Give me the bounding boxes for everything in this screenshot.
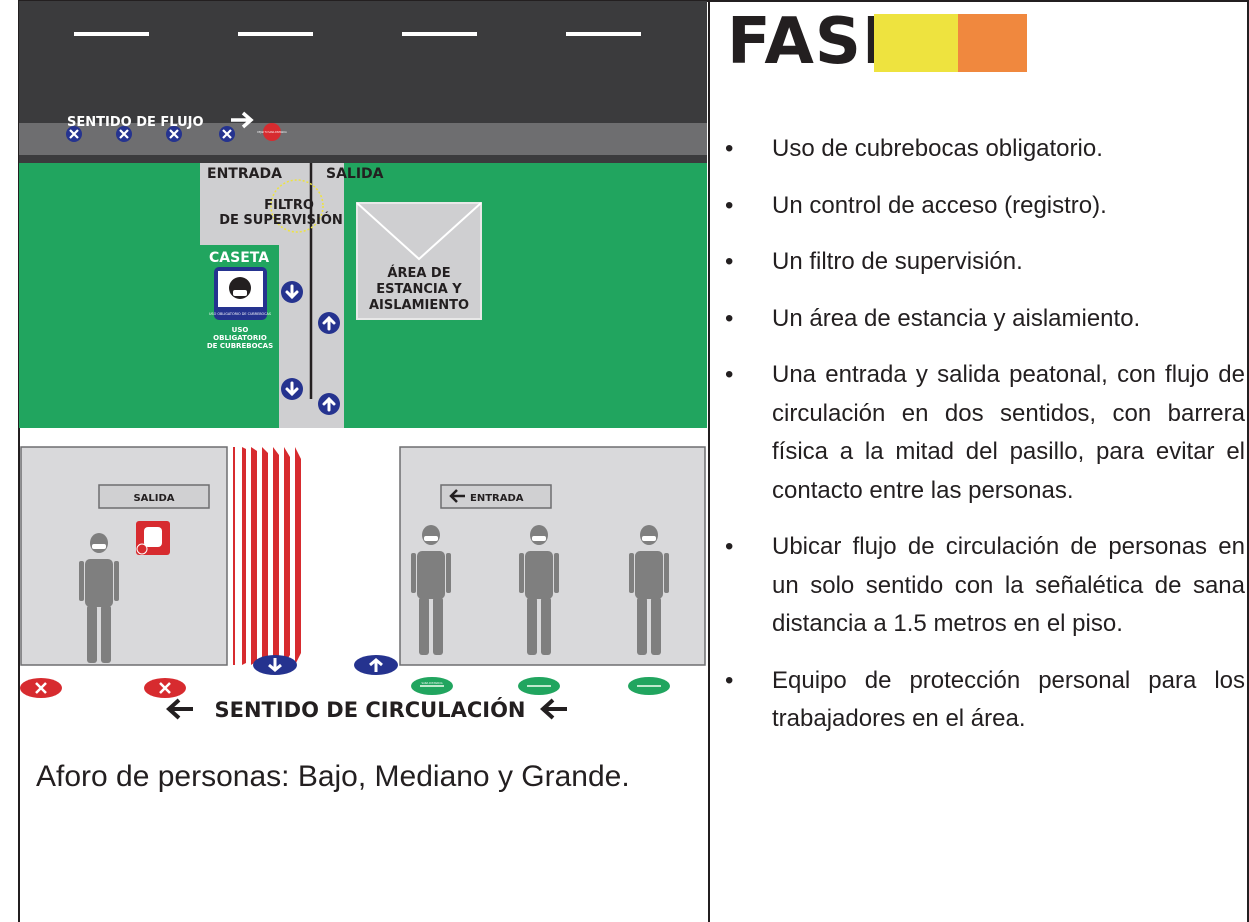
rule-item: • Una entrada y salida peatonal, con fluj… bbox=[725, 356, 1245, 510]
rule-item: • Un filtro de supervisión. bbox=[725, 243, 1245, 282]
filter-point bbox=[270, 179, 324, 233]
rule-text: Uso de cubrebocas obligatorio. bbox=[772, 135, 1103, 162]
area-label-line1: ÁREA DE bbox=[387, 265, 450, 281]
x-marker-icon bbox=[64, 124, 84, 144]
x-marker-icon bbox=[217, 124, 237, 144]
red-x-floor-marker bbox=[19, 676, 64, 700]
left-arrow-icon bbox=[166, 698, 193, 720]
down-arrow-icon bbox=[279, 376, 305, 402]
entrada-label: ENTRADA bbox=[207, 166, 282, 182]
lane-marking bbox=[238, 32, 313, 36]
salida-sign-text: SALIDA bbox=[133, 493, 174, 504]
red-x-floor-marker bbox=[142, 676, 188, 700]
no-entry-icon bbox=[136, 543, 148, 555]
up-floor-arrow bbox=[369, 658, 383, 672]
caseta-label: CASETA bbox=[209, 250, 269, 266]
lane-marking bbox=[402, 32, 477, 36]
sidewalk bbox=[19, 123, 707, 155]
road bbox=[19, 1, 707, 123]
column-divider bbox=[708, 0, 710, 922]
up-arrow-icon bbox=[316, 310, 342, 336]
rule-text: Una entrada y salida peatonal, con flujo… bbox=[772, 361, 1245, 504]
x-marker-icon bbox=[164, 124, 184, 144]
exit-panel bbox=[20, 446, 228, 666]
entrada-sign-text: ENTRADA bbox=[470, 493, 524, 504]
mask-caption-line3: DE CUBREBOCAS bbox=[207, 342, 273, 350]
lane-marking bbox=[566, 32, 641, 36]
mask-sign-text: USO OBLIGATORIO DE CUBREBOCAS bbox=[209, 312, 271, 316]
down-arrow-icon bbox=[279, 279, 305, 305]
rules-list: • Uso de cubrebocas obligatorio. • Un cont… bbox=[725, 130, 1245, 757]
right-arrow-icon bbox=[231, 111, 254, 129]
bullet-icon: • bbox=[725, 361, 734, 388]
phase-color-yellow bbox=[874, 14, 958, 72]
area-label-line2: ESTANCIA Y bbox=[376, 282, 462, 297]
down-floor-arrow bbox=[268, 658, 282, 672]
rule-text: Un filtro de supervisión. bbox=[772, 248, 1023, 275]
rule-item: • Un control de acceso (registro). bbox=[725, 187, 1245, 226]
stop-sign-label: DEJAR TU SANA DISTANCIA bbox=[257, 131, 287, 134]
green-floor-marker bbox=[411, 677, 453, 695]
isolation-roof-lines bbox=[356, 202, 482, 261]
area-label-line3: AISLAMIENTO bbox=[369, 298, 469, 313]
filtro-label-line2: DE SUPERVISIÓN bbox=[219, 212, 343, 228]
road-direction-label: SENTIDO DE FLUJO bbox=[67, 115, 204, 130]
left-arrow-icon bbox=[540, 698, 567, 720]
capacity-caption: Aforo de personas: Bajo, Mediano y Grand… bbox=[36, 760, 630, 793]
rule-text: Equipo de protección personal para los t… bbox=[772, 666, 1245, 733]
rule-text: Ubicar flujo de circulación de personas … bbox=[772, 533, 1245, 637]
red-barrier bbox=[262, 447, 268, 665]
bullet-icon: • bbox=[725, 248, 734, 275]
hand-icon bbox=[144, 527, 162, 547]
mask-caption-line1: USO bbox=[232, 326, 249, 334]
bullet-icon: • bbox=[725, 666, 734, 694]
rule-text: Un área de estancia y aislamiento. bbox=[772, 304, 1141, 332]
rule-item: • Uso de cubrebocas obligatorio. bbox=[725, 130, 1245, 169]
stop-sign-icon bbox=[263, 123, 281, 141]
bullet-icon: • bbox=[725, 191, 734, 219]
mask-caption-line2: OBLIGATORIO bbox=[213, 334, 267, 342]
phase-color-orange bbox=[958, 14, 1027, 72]
red-barrier bbox=[242, 447, 246, 665]
rule-text: Un control de acceso (registro). bbox=[772, 191, 1107, 219]
bullet-icon: • bbox=[725, 533, 734, 560]
rule-item: • Equipo de protección personal para los … bbox=[725, 662, 1245, 739]
floor-marker-text: SANA DISTANCIA bbox=[421, 681, 442, 685]
x-marker-icon bbox=[114, 124, 134, 144]
up-arrow-icon bbox=[316, 391, 342, 417]
red-barrier bbox=[273, 447, 279, 665]
green-floor-marker bbox=[628, 677, 670, 695]
filter-booth bbox=[200, 163, 283, 245]
layout-illustration: SENTIDO DE FLUJO DEJAR TU SANA DISTANCIA… bbox=[19, 1, 707, 722]
lane-marking bbox=[74, 32, 149, 36]
bullet-icon: • bbox=[725, 135, 734, 162]
red-barrier bbox=[251, 447, 257, 665]
green-floor-marker bbox=[518, 677, 560, 695]
filtro-label-line1: FILTRO bbox=[264, 198, 314, 213]
mask-icon bbox=[233, 290, 247, 296]
rule-item: • Un área de estancia y aislamiento. bbox=[725, 300, 1245, 339]
bullet-icon: • bbox=[725, 304, 734, 332]
salida-label: SALIDA bbox=[326, 166, 384, 182]
red-barrier bbox=[295, 447, 301, 665]
curb bbox=[19, 155, 707, 163]
salida-sign bbox=[98, 484, 210, 509]
rule-item: • Ubicar flujo de circulación de personas… bbox=[725, 528, 1245, 644]
red-barrier bbox=[284, 447, 290, 665]
red-barrier bbox=[233, 447, 235, 665]
entrada-sign bbox=[440, 484, 552, 509]
left-arrow-icon bbox=[449, 489, 465, 503]
circulation-label: SENTIDO DE CIRCULACIÓN bbox=[214, 697, 525, 722]
